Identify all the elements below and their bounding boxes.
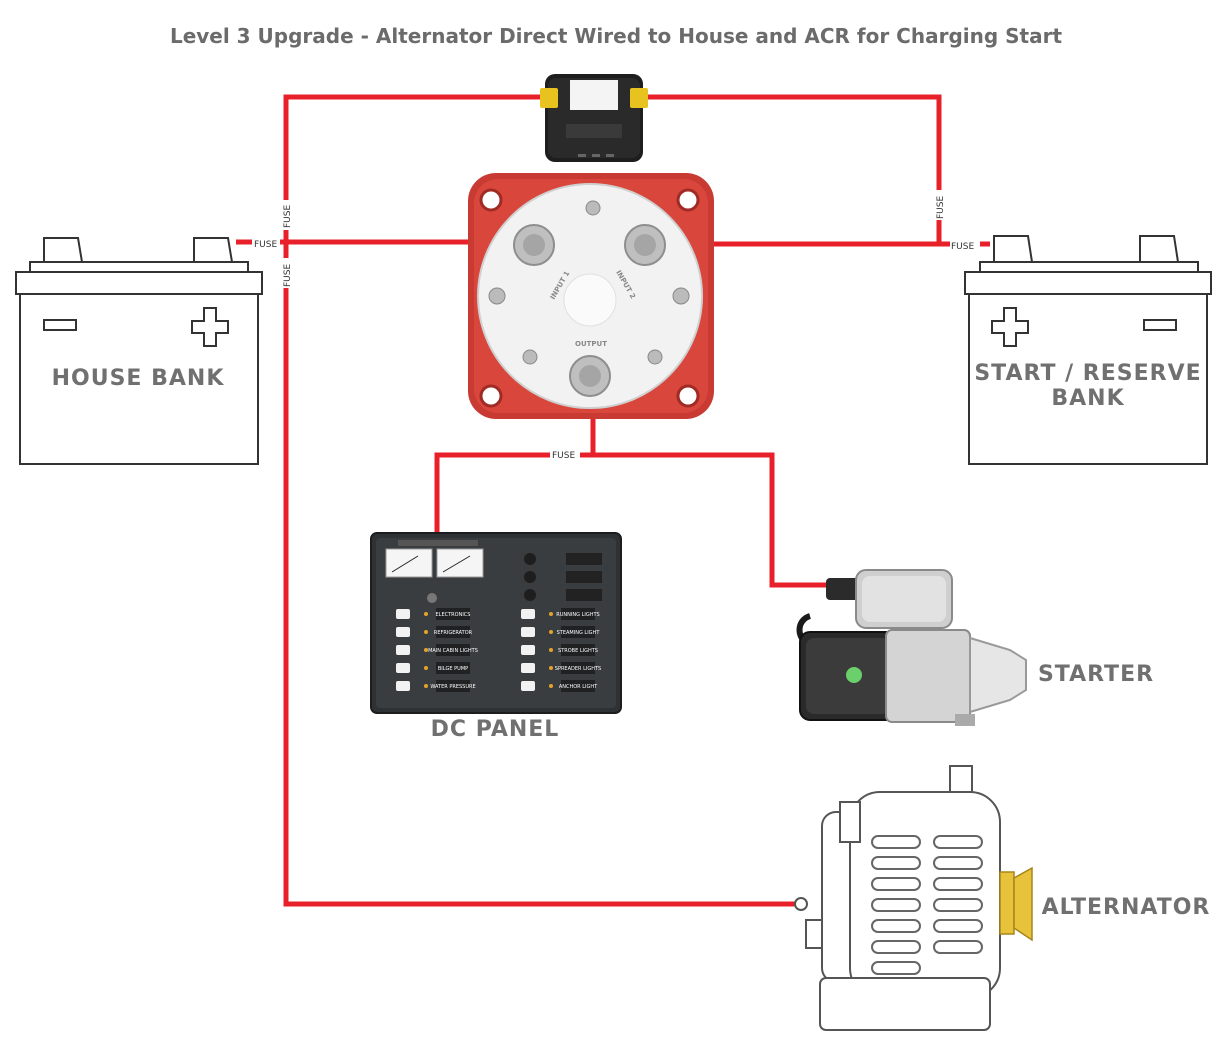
dc-panel-switches-right: RUNNING LIGHTS STEAMING LIGHT STROBE LIGHT… [521, 608, 601, 692]
breaker-label-left-1: REFRIGERATOR [434, 630, 473, 636]
breaker-label-plate-left-3 [436, 662, 470, 674]
dc-panel-switches-left: ELECTRONICS REFRIGERATOR MAIN CABIN LIGHTS… [396, 608, 478, 692]
breaker-switch-right-0 [521, 609, 535, 619]
diagram-title: Level 3 Upgrade - Alternator Direct Wire… [170, 24, 1063, 48]
fuse-label-house-alt: FUSE [283, 264, 293, 287]
breaker-switch-right-2 [521, 645, 535, 655]
breaker-switch-left-1 [396, 627, 410, 637]
fuse-label-acr-right: FUSE [936, 196, 946, 219]
breaker-switch-left-2 [396, 645, 410, 655]
breaker-label-plate-right-0 [561, 608, 595, 620]
breaker-label-plate-left-4 [436, 680, 470, 692]
breaker-led-left-4 [424, 684, 428, 688]
battery-switch: INPUT 1 INPUT 2 OUTPUT [468, 173, 714, 419]
breaker-led-left-2 [424, 648, 428, 652]
breaker-led-right-1 [549, 630, 553, 634]
breaker-label-right-4: ANCHOR LIGHT [559, 684, 598, 690]
breaker-led-right-4 [549, 684, 553, 688]
breaker-led-left-3 [424, 666, 428, 670]
switch-label-output: OUTPUT [575, 340, 607, 348]
dc-panel-label: DC PANEL [431, 717, 560, 742]
breaker-label-right-0: RUNNING LIGHTS [556, 612, 599, 618]
breaker-label-plate-right-4 [561, 680, 595, 692]
breaker-label-plate-right-2 [561, 644, 595, 656]
breaker-label-left-4: WATER PRESSURE [430, 684, 475, 690]
fuse-label-house-top: FUSE [283, 205, 293, 228]
start-bank-battery: START / RESERVE BANK [964, 235, 1212, 465]
breaker-label-plate-left-1 [436, 626, 470, 638]
alternator [794, 765, 1033, 1031]
breaker-switch-right-4 [521, 681, 535, 691]
start-bank-label-line1: START / RESERVE [974, 361, 1201, 386]
fuse-label-start-side: FUSE [951, 242, 974, 252]
breaker-label-left-2: MAIN CABIN LIGHTS [428, 648, 478, 654]
breaker-switch-left-3 [396, 663, 410, 673]
house-bank-label: HOUSE BANK [52, 366, 225, 391]
starter-motor [796, 569, 1027, 726]
breaker-led-right-0 [549, 612, 553, 616]
wire-output-to-panel [434, 452, 593, 532]
breaker-label-right-3: SPREADER LIGHTS [555, 666, 601, 672]
breaker-label-left-3: BILGE PUMP [438, 666, 468, 672]
wire-house-to-acr [283, 94, 545, 240]
fuse-labels: FUSE FUSE FUSE FUSE FUSE FUSE [252, 190, 980, 461]
breaker-switch-right-3 [521, 663, 535, 673]
acr-relay [540, 74, 648, 162]
house-bank-battery: HOUSE BANK [15, 237, 263, 465]
breaker-led-left-1 [424, 630, 428, 634]
breaker-label-plate-left-0 [436, 608, 470, 620]
breaker-switch-right-1 [521, 627, 535, 637]
breaker-switch-left-4 [396, 681, 410, 691]
fuse-label-house-side: FUSE [254, 240, 277, 250]
start-bank-label-line2: BANK [1051, 386, 1124, 411]
breaker-led-left-0 [424, 612, 428, 616]
starter-label: STARTER [1038, 662, 1154, 687]
breaker-label-right-1: STEAMING LIGHT [557, 630, 601, 636]
alternator-vents [871, 835, 983, 975]
breaker-led-right-3 [549, 666, 553, 670]
breaker-label-right-2: STROBE LIGHTS [558, 648, 598, 654]
breaker-label-plate-left-2 [436, 644, 470, 656]
breaker-label-left-0: ELECTRONICS [436, 612, 471, 618]
breaker-switch-left-0 [396, 609, 410, 619]
breaker-led-right-2 [549, 648, 553, 652]
breaker-label-plate-right-1 [561, 626, 595, 638]
alternator-label: ALTERNATOR [1042, 895, 1211, 920]
fuse-label-output: FUSE [552, 451, 575, 461]
wire-alternator-to-house [283, 242, 800, 907]
breaker-label-plate-right-3 [561, 662, 595, 674]
wire-output-to-starter [593, 452, 828, 588]
